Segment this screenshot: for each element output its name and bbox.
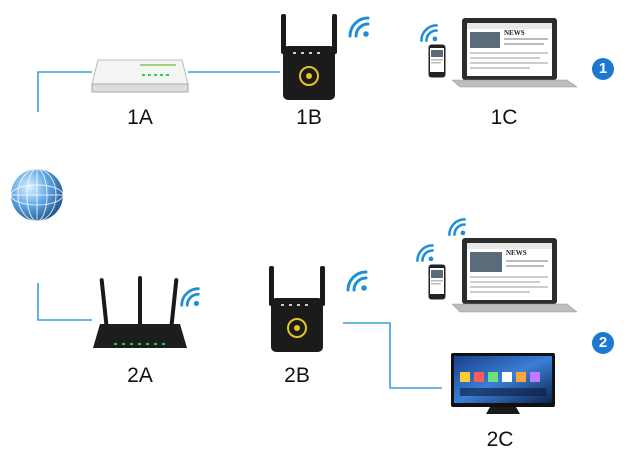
label-2a: 2A bbox=[127, 364, 153, 387]
wifi-icon bbox=[178, 285, 202, 309]
badge-1: 1 bbox=[592, 58, 614, 80]
globe-icon bbox=[8, 166, 66, 224]
wire-2b-2c bbox=[343, 322, 442, 389]
repeater-1b bbox=[276, 12, 346, 104]
laptop-icon bbox=[452, 18, 577, 88]
label-2b: 2B bbox=[284, 364, 310, 387]
label-1b: 1B bbox=[296, 106, 322, 129]
wifi-icon bbox=[414, 242, 436, 264]
repeater-icon bbox=[281, 14, 337, 100]
repeater-2b bbox=[264, 264, 334, 356]
phone-2c bbox=[428, 264, 446, 300]
router-icon bbox=[93, 276, 187, 348]
modem-1a bbox=[90, 56, 190, 96]
laptop-2c: NEWS bbox=[452, 236, 577, 316]
wifi-icon bbox=[344, 268, 370, 294]
laptop-1c: NEWS bbox=[452, 16, 577, 90]
wire-globe-2a bbox=[37, 283, 92, 321]
modem-icon bbox=[91, 59, 189, 93]
wifi-icon bbox=[446, 216, 468, 238]
laptop-icon bbox=[452, 238, 577, 313]
repeater-icon bbox=[269, 266, 325, 352]
label-1c: 1C bbox=[490, 106, 518, 129]
wire-globe-1a bbox=[37, 71, 92, 112]
router-2a bbox=[92, 276, 188, 356]
news-heading: NEWS bbox=[506, 249, 527, 257]
phone-icon bbox=[428, 264, 446, 300]
label-1a: 1A bbox=[127, 106, 153, 129]
tv-icon bbox=[451, 353, 555, 414]
phone-icon bbox=[428, 44, 446, 78]
wifi-icon bbox=[346, 14, 372, 40]
badge-2: 2 bbox=[592, 332, 614, 354]
label-2c: 2C bbox=[486, 428, 514, 451]
phone-1c bbox=[428, 44, 446, 78]
tv-2c bbox=[450, 352, 556, 416]
wifi-icon bbox=[418, 22, 440, 44]
news-heading: NEWS bbox=[504, 29, 525, 37]
